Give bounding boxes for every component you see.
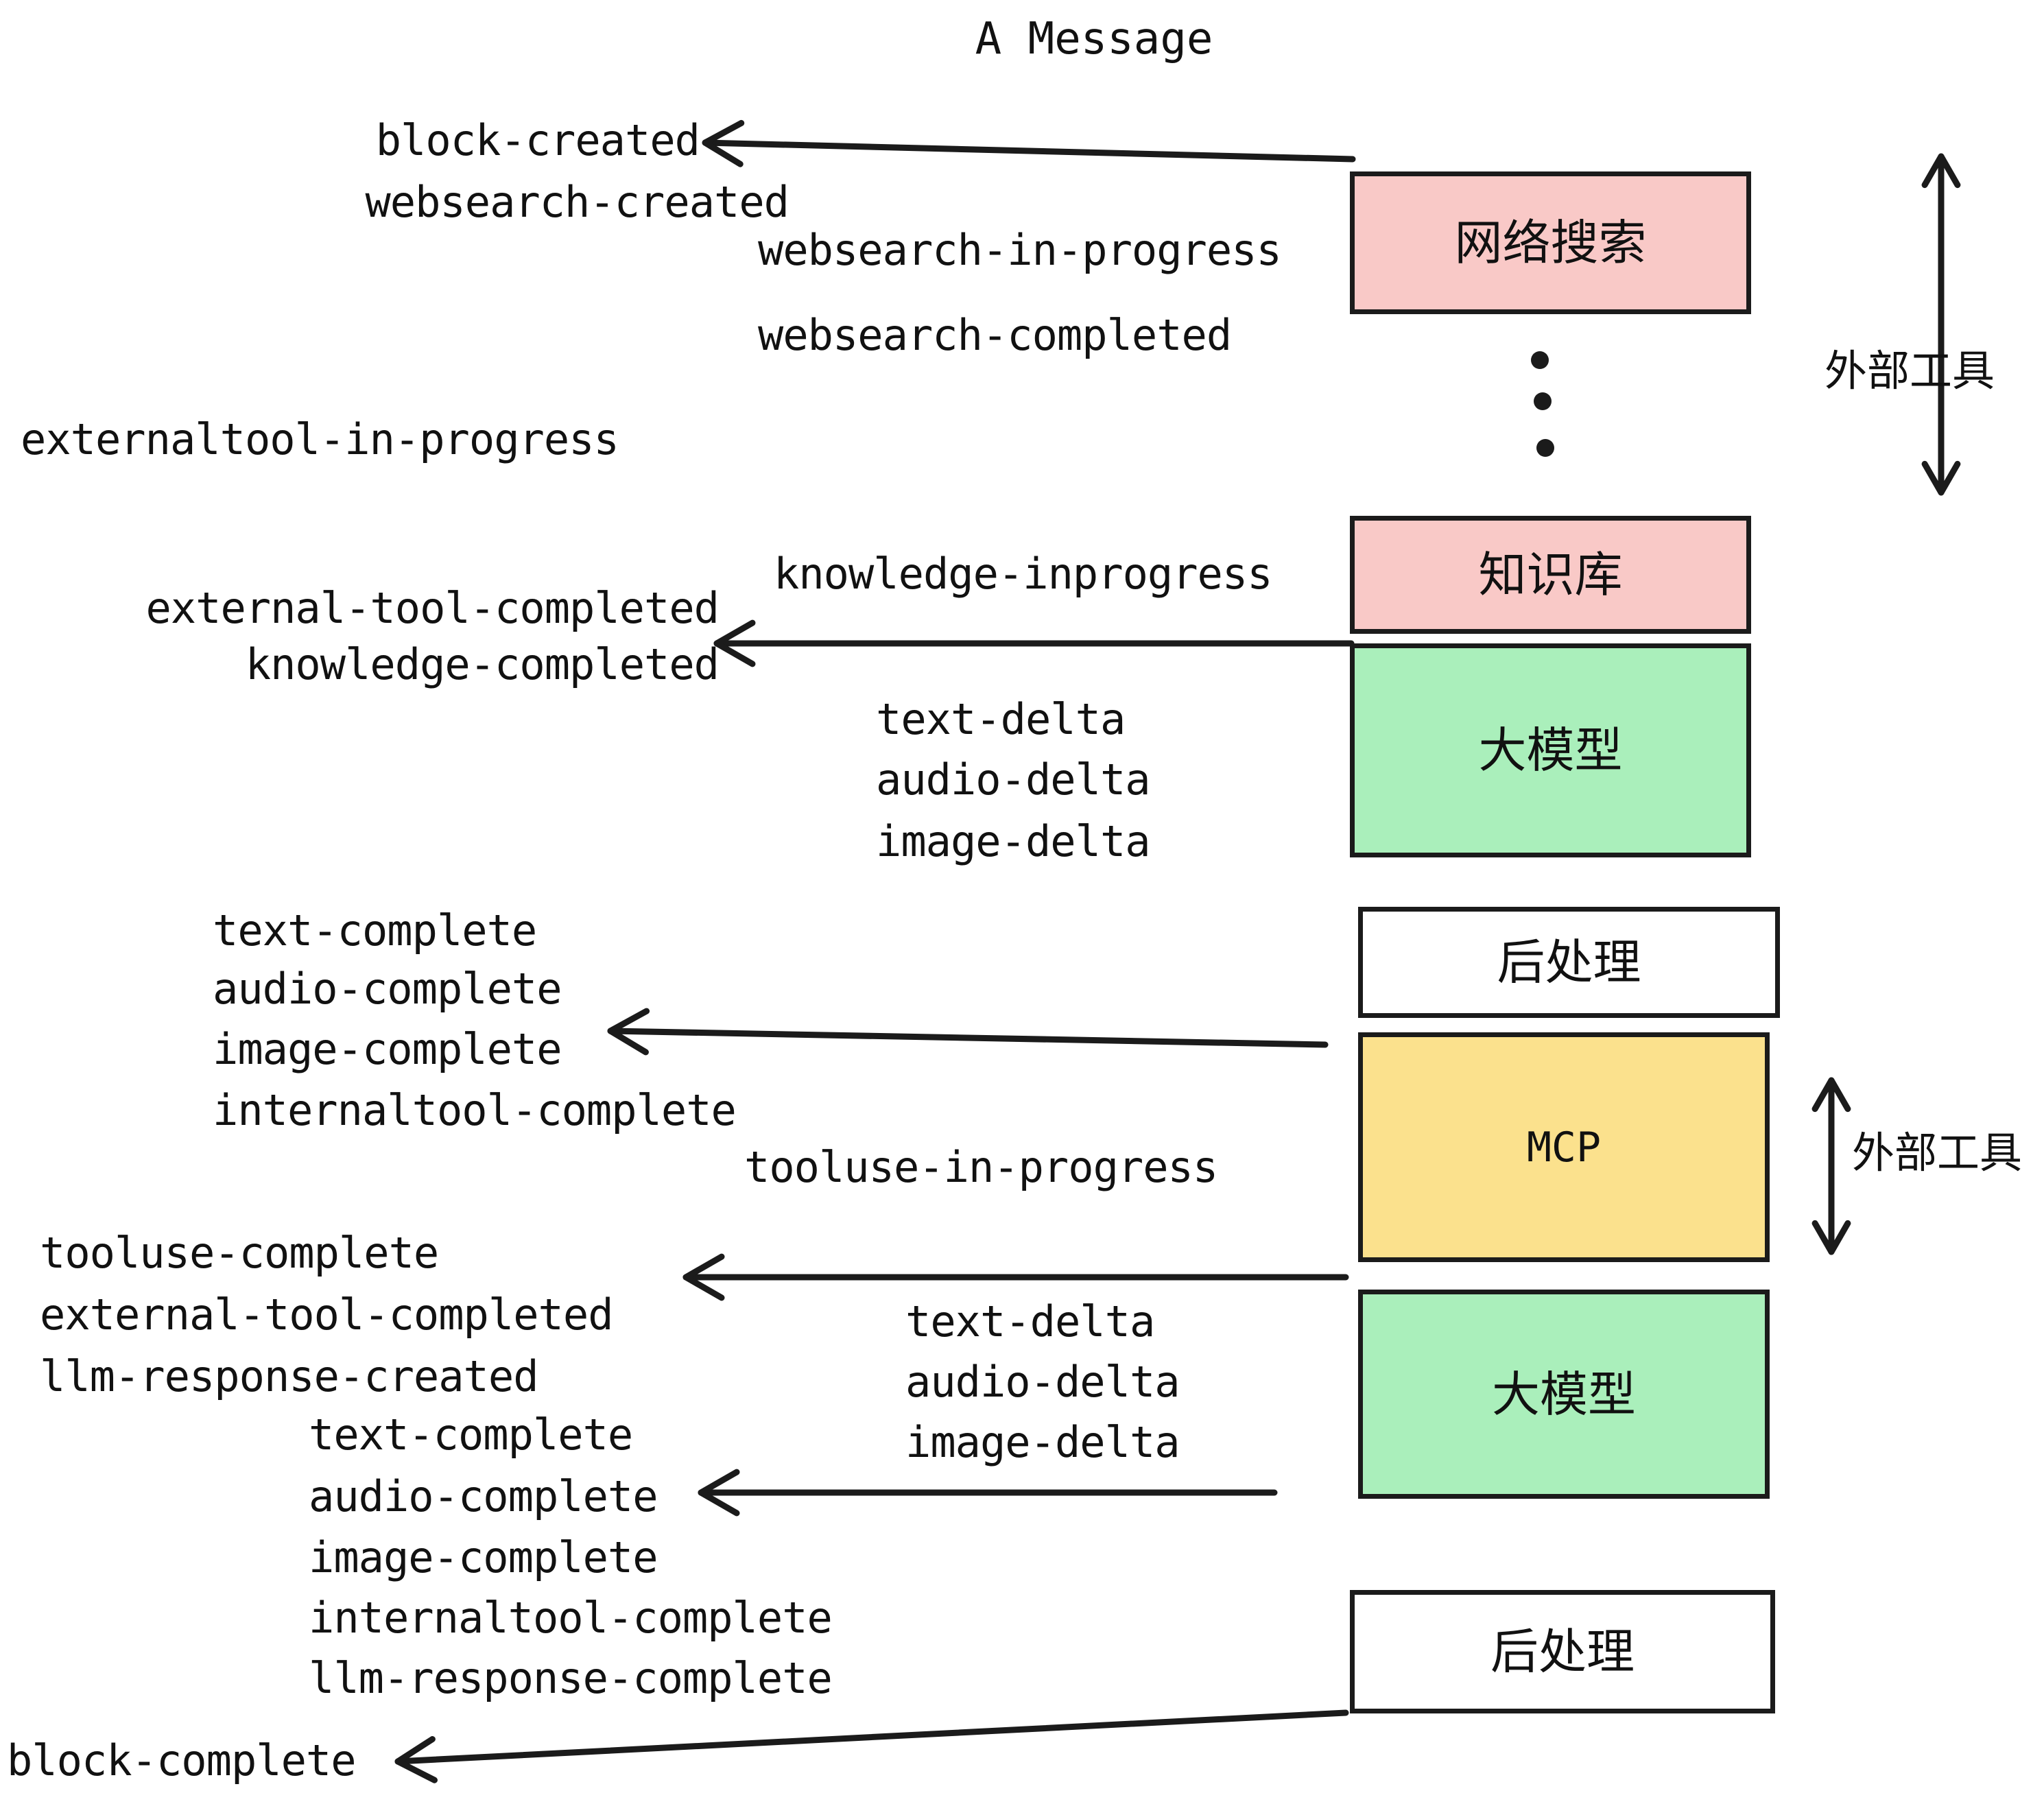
arrow-postprocess2-to-left-head	[394, 1735, 438, 1783]
event-label-block-complete: block-complete	[7, 1735, 357, 1785]
arrow-postprocess-to-left-head	[607, 1008, 650, 1056]
websearch-box: 网络搜索	[1350, 171, 1751, 314]
event-label-llm-response-complete: llm-response-complete	[309, 1653, 833, 1703]
event-label-knowledge-inprogress: knowledge-inprogress	[774, 549, 1273, 599]
event-label-external-tool-completed-2: external-tool-completed	[40, 1290, 614, 1340]
event-label-audio-complete-1: audio-complete	[213, 964, 562, 1014]
event-label-image-delta-2: image-delta	[905, 1417, 1180, 1467]
event-label-image-complete-2: image-complete	[309, 1532, 658, 1582]
event-label-audio-delta-1: audio-delta	[876, 755, 1151, 805]
llm-box-2-label: 大模型	[1492, 1366, 1636, 1423]
knowledge-box: 知识库	[1350, 516, 1751, 634]
ellipsis-dot-1	[1531, 351, 1549, 369]
ellipsis-dot-2	[1534, 392, 1552, 410]
event-label-text-complete-1: text-complete	[213, 905, 537, 956]
event-label-block-created: block-created	[375, 115, 700, 165]
arrow-postprocess-to-left	[607, 1028, 1329, 1048]
event-label-external-tool-completed-1: external-tool-completed	[145, 583, 720, 633]
postprocess-box-1: 后处理	[1358, 907, 1780, 1018]
external-tool-range-2-head-down	[1811, 1220, 1851, 1255]
llm-box-1: 大模型	[1350, 643, 1751, 857]
external-tool-range-1-head-down	[1921, 460, 1961, 496]
postprocess-box-1-label: 后处理	[1497, 934, 1641, 990]
event-label-text-delta-2: text-delta	[905, 1296, 1155, 1346]
event-label-websearch-created: websearch-created	[365, 177, 789, 227]
event-label-internaltool-complete-2: internaltool-complete	[309, 1593, 833, 1643]
mcp-box-label: MCP	[1526, 1123, 1602, 1172]
event-label-text-delta-1: text-delta	[876, 694, 1126, 744]
event-label-externaltool-in-progress: externaltool-in-progress	[21, 414, 619, 464]
arrow-websearch-to-left	[702, 139, 1356, 163]
ellipsis-dot-3	[1536, 439, 1554, 457]
event-label-internaltool-complete-1: internaltool-complete	[213, 1085, 737, 1135]
arrow-postprocess2-to-left	[394, 1709, 1349, 1765]
arrow-llm2-to-left-head	[698, 1469, 740, 1517]
websearch-box-label: 网络搜索	[1454, 215, 1647, 271]
mcp-box: MCP	[1358, 1032, 1770, 1262]
event-label-audio-complete-2: audio-complete	[309, 1471, 658, 1521]
llm-box-2: 大模型	[1358, 1290, 1770, 1499]
event-label-text-complete-2: text-complete	[309, 1410, 633, 1460]
arrow-websearch-to-left-head	[702, 119, 745, 167]
event-label-llm-response-created: llm-response-created	[40, 1351, 539, 1401]
event-label-image-delta-1: image-delta	[876, 816, 1151, 866]
external-tool-label-1: 外部工具	[1825, 346, 1995, 396]
llm-box-1-label: 大模型	[1478, 722, 1623, 779]
external-tool-range-2-head-up	[1811, 1077, 1851, 1113]
event-label-tooluse-in-progress: tooluse-in-progress	[744, 1142, 1218, 1192]
arrow-mcp-to-left-head	[682, 1253, 725, 1301]
event-label-knowledge-completed: knowledge-completed	[245, 639, 720, 689]
knowledge-box-label: 知识库	[1478, 547, 1623, 603]
event-label-image-complete-1: image-complete	[213, 1024, 562, 1074]
event-label-websearch-completed: websearch-completed	[758, 310, 1232, 360]
external-tool-label-2: 外部工具	[1852, 1128, 2023, 1178]
event-label-audio-delta-2: audio-delta	[905, 1357, 1180, 1407]
event-label-websearch-in-progress: websearch-in-progress	[758, 225, 1282, 275]
page-title: A Message	[975, 14, 1213, 64]
arrow-knowledge-to-left-head	[713, 619, 756, 667]
postprocess-box-2-label: 后处理	[1490, 1624, 1635, 1680]
event-label-tooluse-complete: tooluse-complete	[40, 1228, 439, 1278]
postprocess-box-2: 后处理	[1350, 1590, 1775, 1713]
external-tool-range-1-head-up	[1921, 153, 1961, 189]
